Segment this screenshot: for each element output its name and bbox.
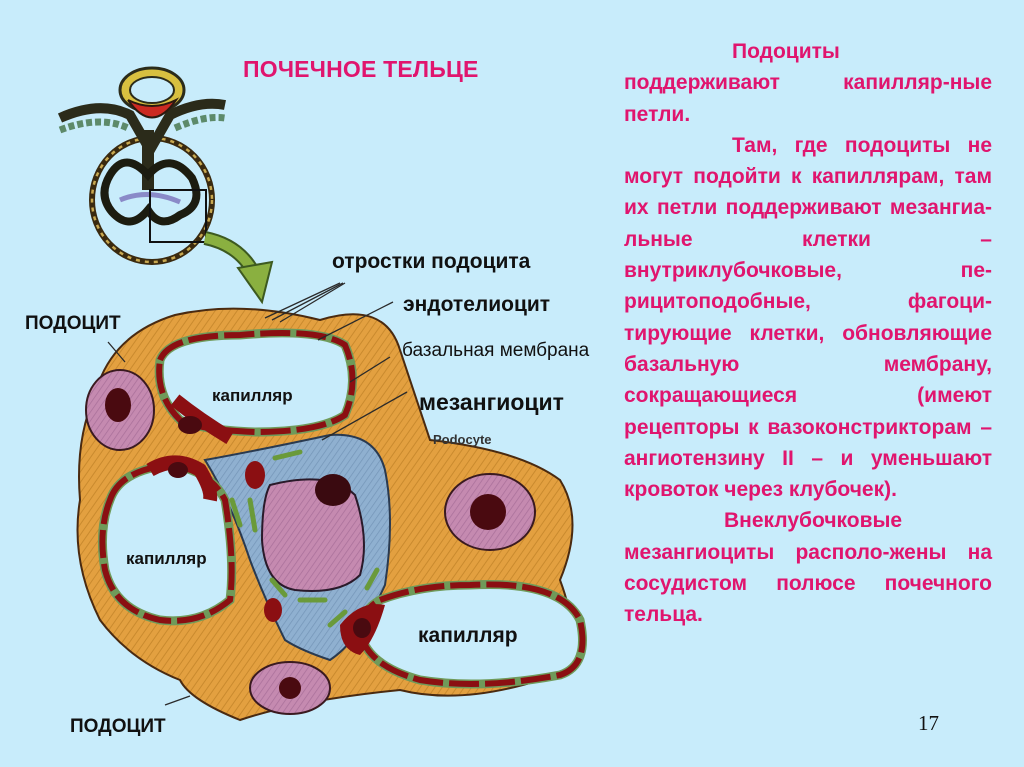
zoom-arrow-icon <box>203 231 274 305</box>
slide-title: ПОЧЕЧНОЕ ТЕЛЬЦЕ <box>243 56 479 82</box>
paragraph-2: Там, где подоциты не могут подойти к кап… <box>624 133 992 502</box>
label-podocyte-english: Podocyte <box>433 432 492 447</box>
label-capillary-2: капилляр <box>118 547 215 573</box>
label-podocyte-bottom: ПОДОЦИТ <box>70 716 166 737</box>
label-basal-membrane: базальная мембрана <box>402 340 590 361</box>
label-podocyte-processes: отростки подоцита <box>332 250 531 273</box>
paragraph-3: Внеклубочковые мезангиоциты располо-жены… <box>624 509 992 627</box>
capillary-3 <box>340 579 587 689</box>
label-capillary-3: капилляр <box>418 624 518 647</box>
paragraph-1: Подоциты поддерживают капилляр-ные петли… <box>624 40 992 126</box>
capillary-2 <box>97 455 237 626</box>
page-number: 17 <box>918 711 939 735</box>
description-text: Подоциты поддерживают капилляр-ные петли… <box>624 36 992 631</box>
leader-lines <box>107 282 408 706</box>
label-mesangiocyte: мезангиоцит <box>419 389 564 415</box>
mesangiocyte-organelles <box>229 449 380 628</box>
label-podocyte-top: ПОДОЦИТ <box>25 313 121 334</box>
label-capillary-1: капилляр <box>204 384 301 410</box>
overview-corpuscle-icon <box>57 66 226 265</box>
label-endotheliocyte: эндотелиоцит <box>403 293 551 316</box>
